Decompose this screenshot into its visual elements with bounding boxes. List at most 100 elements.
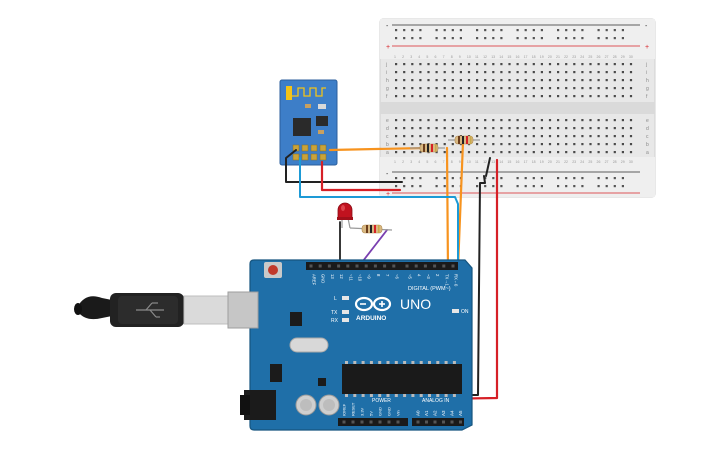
- breadboard-hole[interactable]: [435, 185, 438, 188]
- breadboard-hole[interactable]: [500, 185, 503, 188]
- breadboard-hole[interactable]: [403, 143, 406, 146]
- breadboard-hole[interactable]: [548, 135, 552, 138]
- header-pin[interactable]: [396, 420, 400, 424]
- breadboard-hole[interactable]: [395, 95, 398, 98]
- breadboard-hole[interactable]: [492, 151, 495, 154]
- breadboard-hole[interactable]: [524, 71, 527, 74]
- breadboard-hole[interactable]: [621, 119, 624, 122]
- breadboard-hole[interactable]: [419, 29, 422, 32]
- breadboard-hole[interactable]: [581, 135, 584, 138]
- header-pin[interactable]: [327, 264, 331, 268]
- breadboard-hole[interactable]: [443, 29, 446, 32]
- breadboard-hole[interactable]: [557, 119, 560, 122]
- breadboard-hole[interactable]: [589, 71, 592, 74]
- breadboard-hole[interactable]: [621, 177, 624, 180]
- breadboard-hole[interactable]: [557, 135, 560, 138]
- breadboard-hole[interactable]: [565, 127, 568, 130]
- breadboard-hole[interactable]: [435, 135, 438, 138]
- breadboard-hole[interactable]: [597, 63, 600, 66]
- header-pin[interactable]: [342, 420, 346, 424]
- breadboard-hole[interactable]: [557, 185, 560, 188]
- wire-cyan[interactable]: [299, 157, 459, 273]
- esp-pin[interactable]: [310, 153, 318, 161]
- breadboard-hole[interactable]: [419, 95, 422, 98]
- breadboard-hole[interactable]: [508, 119, 511, 122]
- breadboard-hole[interactable]: [435, 119, 438, 122]
- breadboard-hole[interactable]: [500, 71, 503, 74]
- breadboard-hole[interactable]: [476, 135, 479, 138]
- breadboard-hole[interactable]: [605, 151, 608, 154]
- breadboard-hole[interactable]: [403, 95, 406, 98]
- breadboard-hole[interactable]: [500, 87, 503, 90]
- breadboard-hole[interactable]: [451, 127, 454, 130]
- breadboard-hole[interactable]: [557, 127, 560, 130]
- breadboard-hole[interactable]: [403, 29, 406, 32]
- breadboard-hole[interactable]: [508, 79, 511, 82]
- breadboard-hole[interactable]: [500, 127, 503, 130]
- breadboard-hole[interactable]: [629, 95, 633, 98]
- breadboard-hole[interactable]: [459, 79, 462, 82]
- breadboard-hole[interactable]: [435, 151, 438, 154]
- resistor-breadboard-2[interactable]: [448, 135, 480, 145]
- breadboard-hole[interactable]: [605, 29, 608, 32]
- breadboard-hole[interactable]: [419, 87, 422, 90]
- breadboard-hole[interactable]: [557, 71, 560, 74]
- breadboard-hole[interactable]: [443, 151, 446, 154]
- breadboard-hole[interactable]: [613, 29, 616, 32]
- breadboard-hole[interactable]: [516, 135, 519, 138]
- breadboard-hole[interactable]: [411, 151, 414, 154]
- breadboard-hole[interactable]: [419, 143, 422, 146]
- breadboard-hole[interactable]: [629, 143, 633, 146]
- breadboard-hole[interactable]: [516, 151, 519, 154]
- breadboard-hole[interactable]: [403, 63, 406, 66]
- breadboard-hole[interactable]: [484, 87, 487, 90]
- breadboard-hole[interactable]: [565, 143, 568, 146]
- breadboard-hole[interactable]: [411, 135, 414, 138]
- breadboard-hole[interactable]: [605, 177, 608, 180]
- header-pin[interactable]: [450, 420, 454, 424]
- breadboard-hole[interactable]: [476, 151, 479, 154]
- breadboard-hole[interactable]: [629, 79, 633, 82]
- breadboard-hole[interactable]: [484, 143, 487, 146]
- breadboard-hole[interactable]: [589, 63, 592, 66]
- breadboard-hole[interactable]: [557, 79, 560, 82]
- breadboard-hole[interactable]: [532, 151, 535, 154]
- header-pin[interactable]: [451, 264, 455, 268]
- header-pin[interactable]: [383, 264, 387, 268]
- breadboard-hole[interactable]: [403, 71, 406, 74]
- breadboard-hole[interactable]: [484, 151, 487, 154]
- breadboard-hole[interactable]: [467, 71, 471, 74]
- breadboard-hole[interactable]: [605, 95, 608, 98]
- breadboard-hole[interactable]: [411, 63, 414, 66]
- header-pin[interactable]: [423, 264, 427, 268]
- breadboard-hole[interactable]: [395, 143, 398, 146]
- breadboard-hole[interactable]: [540, 95, 543, 98]
- breadboard-hole[interactable]: [476, 185, 479, 188]
- breadboard-hole[interactable]: [621, 143, 624, 146]
- breadboard-hole[interactable]: [573, 63, 576, 66]
- resistor-breadboard-1[interactable]: [410, 143, 445, 153]
- breadboard-hole[interactable]: [540, 151, 543, 154]
- breadboard-hole[interactable]: [532, 29, 535, 32]
- breadboard-hole[interactable]: [500, 143, 503, 146]
- breadboard-hole[interactable]: [629, 87, 633, 90]
- breadboard-hole[interactable]: [613, 143, 616, 146]
- breadboard-hole[interactable]: [492, 135, 495, 138]
- breadboard-hole[interactable]: [395, 151, 398, 154]
- breadboard-hole[interactable]: [613, 119, 616, 122]
- breadboard-hole[interactable]: [597, 127, 600, 130]
- breadboard-hole[interactable]: [573, 95, 576, 98]
- breadboard-hole[interactable]: [540, 127, 543, 130]
- breadboard-hole[interactable]: [629, 63, 633, 66]
- breadboard-hole[interactable]: [613, 151, 616, 154]
- breadboard-hole[interactable]: [540, 119, 543, 122]
- breadboard-hole[interactable]: [403, 185, 406, 188]
- breadboard-hole[interactable]: [467, 95, 471, 98]
- breadboard-hole[interactable]: [524, 177, 527, 180]
- breadboard-hole[interactable]: [443, 127, 446, 130]
- header-pin[interactable]: [369, 420, 373, 424]
- breadboard-hole[interactable]: [557, 29, 560, 32]
- breadboard-hole[interactable]: [573, 135, 576, 138]
- breadboard-hole[interactable]: [540, 135, 543, 138]
- breadboard-hole[interactable]: [532, 119, 535, 122]
